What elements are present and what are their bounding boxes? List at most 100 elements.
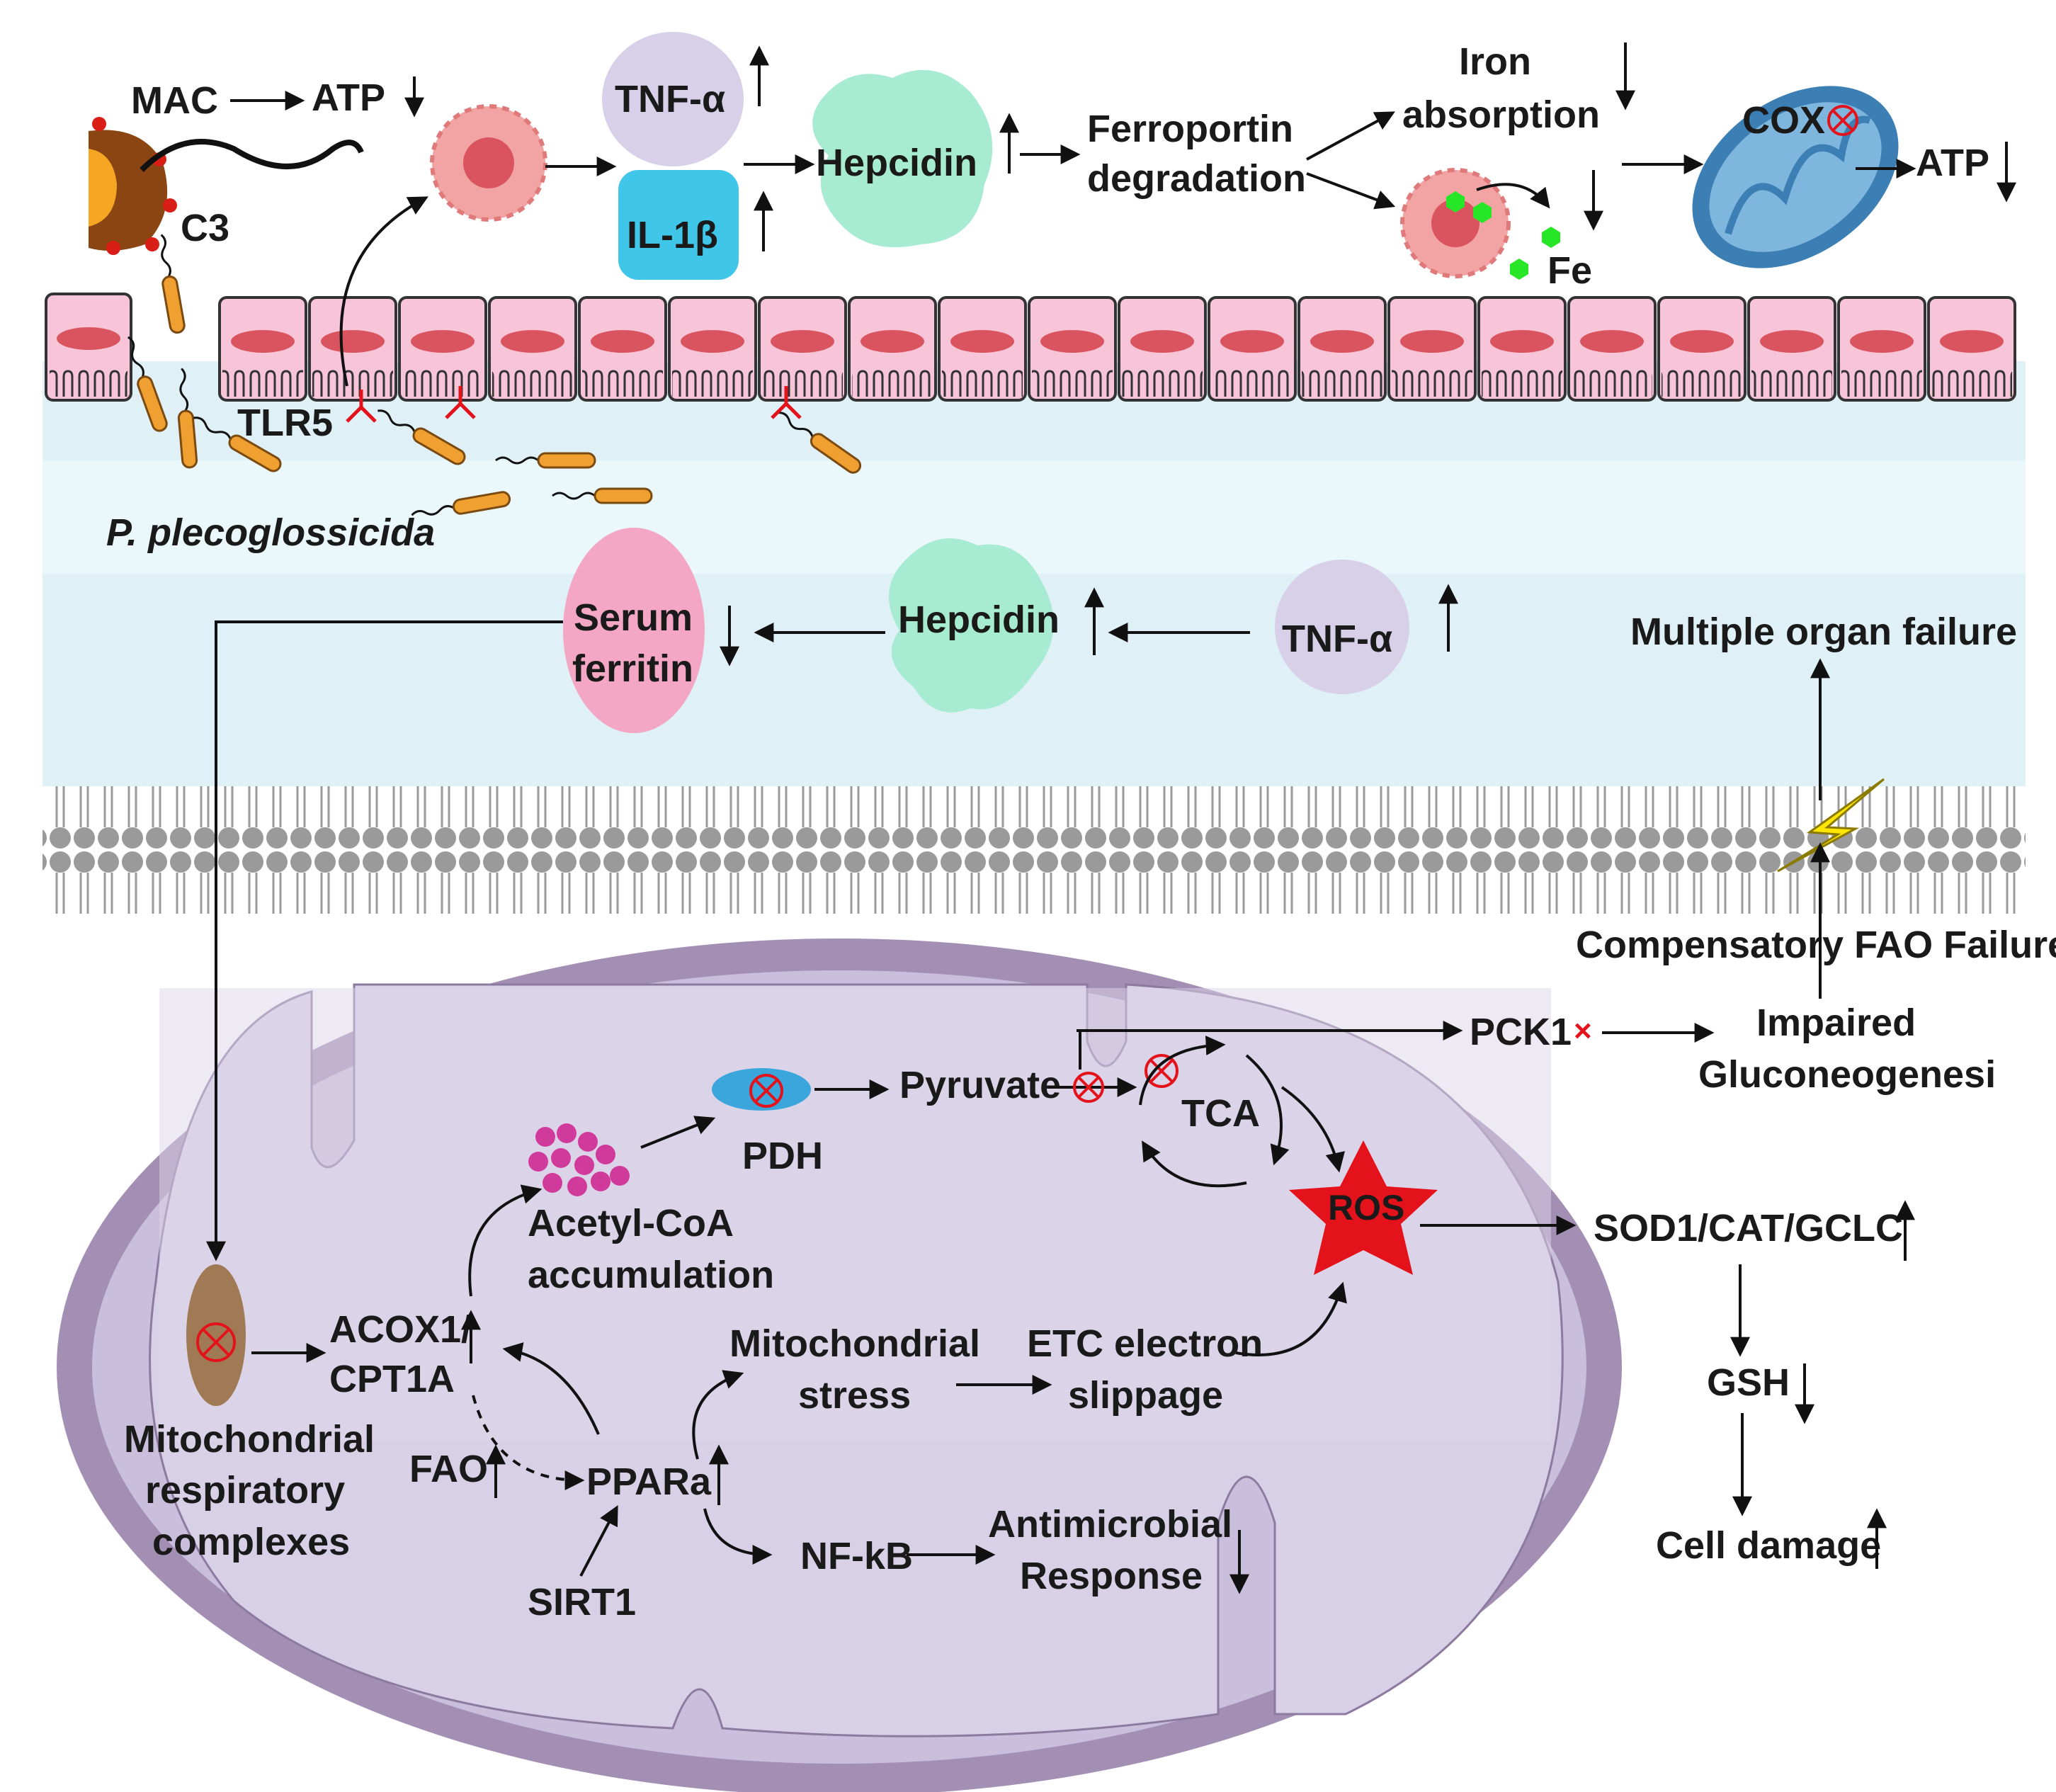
cell-nucleus xyxy=(861,330,924,353)
cell-nucleus xyxy=(321,330,385,353)
microvilli xyxy=(1482,370,1562,398)
microvilli xyxy=(312,370,393,398)
cell-nucleus xyxy=(771,330,834,353)
iron-label-2: absorption xyxy=(1402,93,1600,136)
sirt1-label: SIRT1 xyxy=(528,1581,636,1623)
tnf-mid-bubble xyxy=(1275,560,1409,694)
microvilli xyxy=(1212,370,1293,398)
microvilli xyxy=(1122,370,1203,398)
bacterium-icon xyxy=(160,234,186,334)
etc-label-2: slippage xyxy=(1068,1374,1223,1417)
iron-macrophage-icon xyxy=(1400,168,1560,280)
microvilli xyxy=(1751,370,1832,398)
inhibit-icon xyxy=(1827,105,1858,136)
hepcidin-mid-label: Hepcidin xyxy=(898,599,1060,641)
il1b-label: IL-1β xyxy=(627,214,718,256)
atp-right-label: ATP xyxy=(1916,142,1989,184)
bacterium-icon xyxy=(552,487,653,504)
bacterium-icon xyxy=(377,409,466,465)
inhibit-icon xyxy=(196,1322,236,1362)
bacterium-icon xyxy=(127,336,168,432)
serum-label-1: Serum xyxy=(574,596,693,639)
macrophage-icon xyxy=(430,104,547,222)
microvilli xyxy=(402,370,483,398)
ros-label: ROS xyxy=(1328,1188,1404,1227)
cell-nucleus xyxy=(1670,330,1734,353)
cell-nucleus xyxy=(1040,330,1104,353)
fao-label: FAO xyxy=(409,1448,488,1490)
lightning-icon xyxy=(1777,778,1885,873)
lipid-bilayer xyxy=(42,783,2026,924)
cell-nucleus xyxy=(501,330,564,353)
cell-nucleus xyxy=(1760,330,1824,353)
bacterium-icon xyxy=(177,368,198,469)
blocked-x-icon: × xyxy=(1574,1014,1592,1048)
cell-nucleus xyxy=(1940,330,2004,353)
microvilli xyxy=(582,370,663,398)
bacterium-icon xyxy=(495,452,596,469)
microvilli xyxy=(1572,370,1652,398)
cell-nucleus xyxy=(1400,330,1464,353)
fao-failure-label: Compensatory FAO Failure xyxy=(1576,924,2056,966)
tnf-mid-label: TNF-α xyxy=(1282,618,1392,660)
tlr5-label: TLR5 xyxy=(237,402,333,444)
mito-stress-label-1: Mitochondrial xyxy=(729,1322,980,1365)
ros-star-icon xyxy=(1289,1140,1438,1275)
antimicrobial-label-1: Antimicrobial xyxy=(988,1503,1232,1546)
impaired-label-1: Impaired xyxy=(1756,1002,1916,1044)
mito-complex-icon xyxy=(186,1264,246,1406)
serum-ferritin-bubble xyxy=(563,528,705,733)
sod-label: SOD1/CAT/GCLC xyxy=(1594,1207,1903,1249)
microvilli xyxy=(1662,370,1742,398)
impaired-label-2: Gluconeogenesi xyxy=(1698,1053,1996,1096)
lumen-band-light xyxy=(42,460,2026,574)
pathogen-label: P. plecoglossicida xyxy=(106,511,435,554)
il1b-box xyxy=(618,170,739,280)
mitochondrion xyxy=(57,938,1622,1792)
gsh-label: GSH xyxy=(1707,1361,1790,1404)
mac-label: MAC xyxy=(131,79,218,122)
ferroportin-label-1: Ferroportin xyxy=(1087,108,1293,150)
cox-label: COX xyxy=(1742,99,1825,142)
microvilli xyxy=(1032,370,1113,398)
mitochondria-icon xyxy=(1692,86,1899,268)
cell-nucleus xyxy=(1490,330,1554,353)
cell-nucleus xyxy=(1580,330,1644,353)
hepcidin-top-label: Hepcidin xyxy=(816,142,977,184)
antimicrobial-label-2: Response xyxy=(1020,1555,1203,1597)
atp-top-left-label: ATP xyxy=(312,76,385,119)
mrc-label-1: Mitochondrial xyxy=(124,1418,375,1461)
c3-label: C3 xyxy=(181,207,229,249)
inhibit-icon xyxy=(1145,1054,1178,1088)
microvilli xyxy=(852,370,933,398)
nfkb-label: NF-kB xyxy=(800,1535,913,1577)
tnf-top-label: TNF-α xyxy=(615,78,725,120)
acetyl-label-2: accumulation xyxy=(528,1254,774,1296)
etc-label-1: ETC electron xyxy=(1027,1322,1263,1365)
pck1-label: PCK1 xyxy=(1470,1011,1572,1053)
ferroportin-label-2: degradation xyxy=(1087,157,1306,200)
pdh-icon xyxy=(712,1068,811,1111)
cell-damage-label: Cell damage xyxy=(1656,1524,1881,1567)
epithelium-row xyxy=(45,293,2016,402)
microvilli xyxy=(1841,370,1922,398)
bacterium-icon xyxy=(777,412,862,474)
mrc-label-3: complexes xyxy=(152,1521,350,1563)
microvilli xyxy=(1392,370,1472,398)
acetyl-label-1: Acetyl-CoA xyxy=(528,1202,734,1244)
complement-cell-icon xyxy=(89,117,364,255)
inhibit-icon xyxy=(749,1074,783,1108)
tnf-top-bubble xyxy=(602,32,744,166)
microvilli xyxy=(762,370,843,398)
cell-nucleus xyxy=(1220,330,1284,353)
inhibit-icon xyxy=(1073,1072,1104,1103)
iron-label-1: Iron xyxy=(1459,40,1531,83)
mof-label: Multiple organ failure xyxy=(1630,611,2017,653)
mito-stress-label-2: stress xyxy=(798,1374,911,1417)
cell-nucleus xyxy=(411,330,475,353)
tca-label: TCA xyxy=(1181,1092,1260,1135)
cell-nucleus xyxy=(1130,330,1194,353)
mrc-label-2: respiratory xyxy=(145,1469,345,1512)
hepcidin-mid-blob xyxy=(889,538,1054,713)
